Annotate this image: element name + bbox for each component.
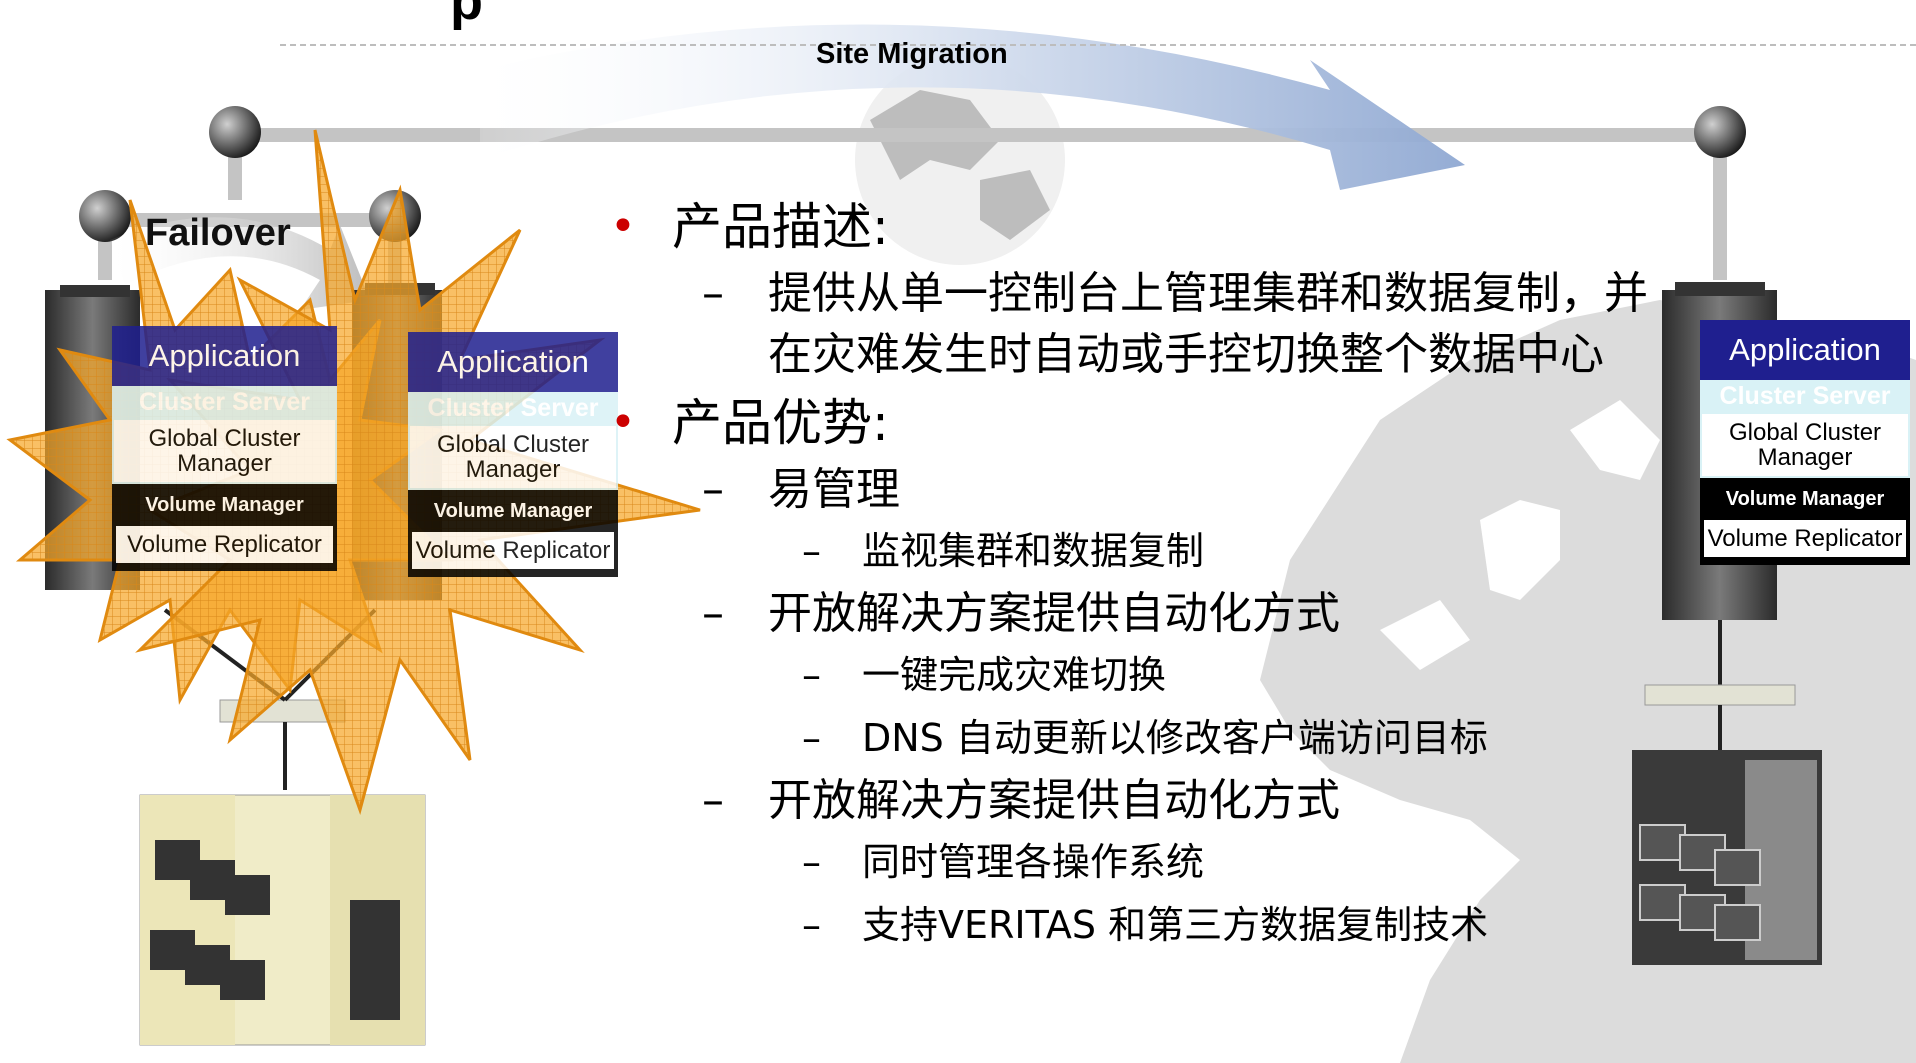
right-storage-array (1632, 750, 1822, 965)
global-cluster-manager-block: Global Cluster Manager (1700, 412, 1910, 478)
global-cluster-manager-block: Global Cluster Manager (112, 418, 337, 484)
description-text: 提供从单一控制台上管理集群和数据复制，并在灾难发生时自动或手控切换整个数据中心 (768, 268, 1648, 380)
left-storage-array (139, 794, 426, 1046)
volume-manager-container: Volume Manager Volume Replicator (408, 490, 618, 577)
stack-left-a: Application Cluster Server Global Cluste… (112, 326, 337, 571)
advantage-subitem: –DNS 自动更新以修改客户端访问目标 (610, 707, 1670, 770)
dash-marker: – (702, 268, 724, 319)
globe-icon (855, 55, 1065, 265)
cluster-server-block: Cluster Server (408, 392, 618, 424)
dash-marker: – (702, 464, 724, 515)
volume-manager-block: Volume Manager (408, 490, 618, 532)
stack-right: Application Cluster Server Global Cluste… (1700, 320, 1910, 565)
bullet-advantage-heading: • 产品优势: (610, 391, 1670, 455)
bullet-dot-icon: • (610, 397, 636, 448)
dash-marker: – (802, 529, 821, 573)
bullet-description-heading: • 产品描述: (610, 195, 1670, 259)
advantage-subtext: 同时管理各操作系统 (862, 840, 1205, 884)
stack-left-b: Application Cluster Server Global Cluste… (408, 332, 618, 577)
cluster-server-block: Cluster Server (112, 386, 337, 418)
advantage-item: –开放解决方案提供自动化方式 (610, 583, 1670, 644)
advantage-subitem: –支持VERITAS 和第三方数据复制技术 (610, 894, 1670, 957)
volume-manager-container: Volume Manager Volume Replicator (112, 484, 337, 571)
bullet-dot-icon: • (610, 201, 636, 252)
advantage-heading: 产品优势: (672, 394, 889, 452)
advantage-subtext: DNS 自动更新以修改客户端访问目标 (862, 716, 1488, 760)
advantage-text: 开放解决方案提供自动化方式 (768, 775, 1340, 826)
advantage-subitem: –监视集群和数据复制 (610, 520, 1670, 583)
dash-marker: – (702, 588, 724, 639)
description-item: –提供从单一控制台上管理集群和数据复制，并在灾难发生时自动或手控切换整个数据中心 (610, 263, 1670, 385)
global-cluster-manager-block: Global Cluster Manager (408, 424, 618, 490)
dash-marker: – (802, 716, 821, 760)
dash-marker: – (802, 903, 821, 947)
cluster-server-block: Cluster Server (1700, 380, 1910, 412)
failover-arrow (110, 217, 370, 310)
dash-marker: – (802, 840, 821, 884)
advantage-text: 开放解决方案提供自动化方式 (768, 588, 1340, 639)
dash-marker: – (802, 653, 821, 697)
volume-replicator-block: Volume Replicator (1704, 520, 1906, 557)
volume-replicator-block: Volume Replicator (412, 532, 614, 569)
description-heading: 产品描述: (672, 198, 889, 256)
advantage-subtext: 支持VERITAS 和第三方数据复制技术 (862, 903, 1489, 947)
advantage-subitem: –同时管理各操作系统 (610, 831, 1670, 894)
product-bullets: •产品描述: –提供从单一控制台上管理集群和数据复制，并在灾难发生时自动或手控切… (610, 195, 1670, 957)
advantage-subtext: 监视集群和数据复制 (862, 529, 1205, 573)
site-migration-label: Site Migration (816, 38, 1008, 70)
volume-manager-container: Volume Manager Volume Replicator (1700, 478, 1910, 565)
application-block: Application (1700, 320, 1910, 380)
advantage-item: –开放解决方案提供自动化方式 (610, 770, 1670, 831)
advantage-subtext: 一键完成灾难切换 (862, 653, 1167, 697)
advantage-item: –易管理 (610, 459, 1670, 520)
dash-marker: – (702, 775, 724, 826)
advantage-subitem: –一键完成灾难切换 (610, 644, 1670, 707)
volume-replicator-block: Volume Replicator (116, 526, 333, 563)
site-migration-arrow (480, 24, 1465, 190)
application-block: Application (408, 332, 618, 392)
slide-title: p (450, 0, 483, 31)
application-block: Application (112, 326, 337, 386)
advantage-text: 易管理 (768, 464, 900, 515)
volume-manager-block: Volume Manager (1700, 478, 1910, 520)
volume-manager-block: Volume Manager (112, 484, 337, 526)
failover-label: Failover (145, 212, 291, 254)
title-divider (280, 44, 1916, 46)
right-network-switch (1644, 620, 1796, 750)
